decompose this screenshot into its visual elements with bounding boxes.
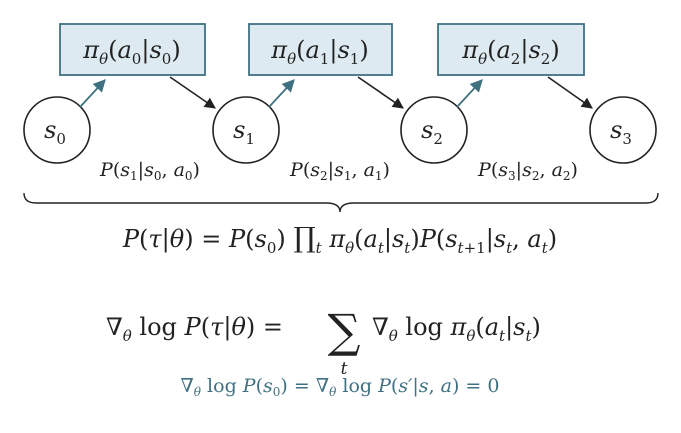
state-node-1: s1: [212, 96, 280, 164]
transition-arrow-1: [357, 76, 404, 109]
policy-box-2: πθ(a2|s2): [437, 23, 585, 76]
state-label-0: s0: [44, 116, 66, 148]
policy-label-2: πθ(a2|s2): [461, 36, 559, 68]
state-node-0: s0: [23, 96, 91, 164]
transition-label-2: P(s3|s2, a2): [477, 159, 578, 183]
state-label-2: s2: [421, 116, 443, 148]
policy-label-1: πθ(a1|s1): [270, 36, 368, 68]
policy-label-0: πθ(a0|s0): [82, 36, 180, 68]
state-label-3: s3: [610, 116, 632, 148]
transition-arrow-2: [547, 76, 593, 109]
policy-arrow-1: [268, 79, 295, 108]
trajectory-probability-equation: P(τ|θ) = P(s0) ∏t πθ(at|st)P(st+1|st, at…: [122, 221, 557, 257]
policy-box-0: πθ(a0|s0): [59, 23, 206, 76]
gradient-lhs: ∇θ log P(τ|θ) =: [106, 313, 283, 345]
sum-symbol: ∑: [328, 304, 361, 358]
transition-label-1: P(s2|s1, a1): [289, 159, 390, 183]
policy-arrow-2: [456, 79, 483, 108]
transition-arrow-0: [169, 76, 216, 109]
state-node-2: s2: [400, 96, 468, 164]
policy-box-1: πθ(a1|s1): [248, 23, 393, 76]
gradient-equation: ∇θ log P(τ|θ) = ∑ t ∇θ log πθ(at|st): [106, 304, 541, 379]
policy-arrow-0: [79, 79, 106, 108]
zero-gradient-note: ∇θ log P(s0) = ∇θ log P(s′|s, a) = 0: [181, 375, 500, 399]
transition-label-0: P(s1|s0, a0): [99, 159, 200, 183]
sum-index: t: [341, 359, 348, 379]
underbrace: [23, 192, 659, 213]
state-label-1: s1: [233, 116, 255, 148]
state-node-3: s3: [589, 96, 657, 164]
gradient-rhs: ∇θ log πθ(at|st): [372, 313, 541, 345]
